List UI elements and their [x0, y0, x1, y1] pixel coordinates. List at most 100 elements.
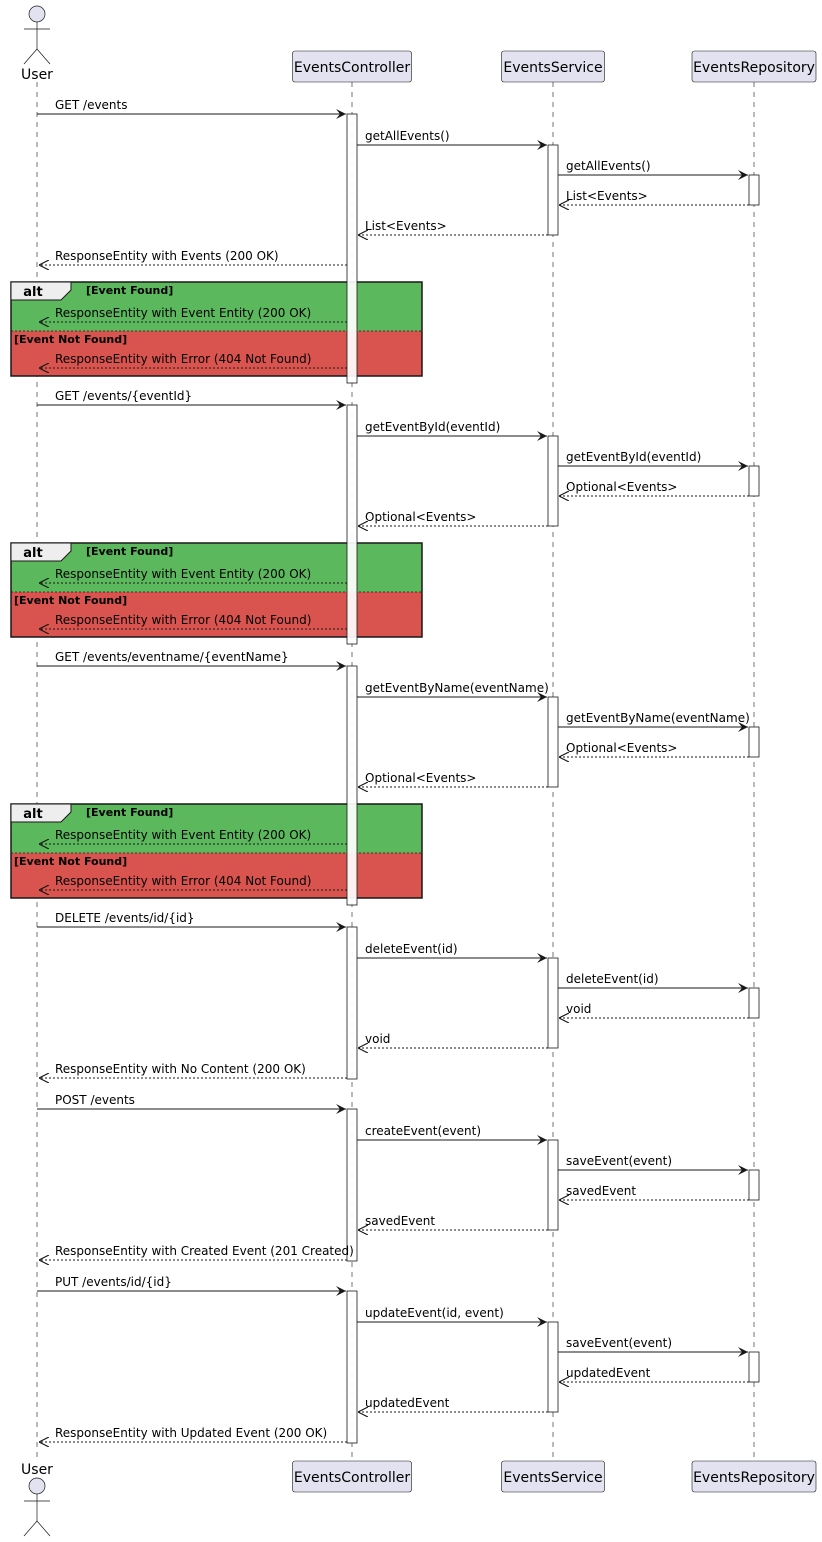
activation-svc-0	[547, 144, 559, 236]
participant-label-repo-bottom: EventsRepository	[693, 1470, 815, 1486]
alt-tab-1	[10, 542, 72, 562]
flow-2-step-2-label: Optional<Events>	[566, 741, 677, 755]
flow-2-step-3-label: Optional<Events>	[365, 771, 476, 785]
participant-label-ctrl-top: EventsController	[294, 60, 411, 76]
participant-label-svc-top: EventsService	[503, 60, 602, 76]
actor-label-top: User	[21, 67, 53, 83]
flow-2-step-1-label: getEventByName(eventName)	[566, 711, 750, 725]
flow-4-step-1-label: saveEvent(event)	[566, 1154, 672, 1168]
participant-box-ctrl-bottom	[292, 1460, 412, 1493]
flow-1-step-0-label: getEventById(eventId)	[365, 420, 500, 434]
request-1-label: GET /events/{eventId}	[55, 389, 192, 403]
activation-ctrl-5	[346, 1290, 358, 1444]
alt-frame-0	[10, 281, 423, 377]
request-0-label: GET /events	[55, 98, 128, 112]
flow-5-step-0-label: updateEvent(id, event)	[365, 1306, 504, 1320]
alt-tab-0	[10, 281, 72, 301]
activation-ctrl-4	[346, 1108, 358, 1262]
participant-heads: UserUserEventsControllerEventsController…	[21, 5, 817, 1537]
participant-box-svc-top	[501, 50, 605, 83]
flow-3-step-0-label: deleteEvent(id)	[365, 942, 458, 956]
flow-5-step-3-label: updatedEvent	[365, 1396, 450, 1410]
alt-found-msg-1-label: ResponseEntity with Event Entity (200 OK…	[55, 567, 311, 581]
request-5-label: PUT /events/id/{id}	[55, 1275, 172, 1289]
flow-5-step-1-label: saveEvent(event)	[566, 1336, 672, 1350]
actor-leg-left	[23, 48, 38, 65]
actor-leg-left	[23, 1520, 38, 1537]
flow-1-step-2-label: Optional<Events>	[566, 480, 677, 494]
activation-repo-1	[748, 465, 760, 497]
activation-repo-5	[748, 1351, 760, 1383]
flow-0-step-0-label: getAllEvents()	[365, 129, 450, 143]
activation-repo-3	[748, 987, 760, 1019]
activation-repo-4	[748, 1169, 760, 1201]
request-4-label: POST /events	[55, 1093, 135, 1107]
participant-label-repo-top: EventsRepository	[693, 60, 815, 76]
alt-keyword-0: alt	[23, 285, 42, 300]
activation-svc-3	[547, 957, 559, 1049]
alt-guard-found-2: [Event Found]	[86, 806, 173, 819]
flow-2-step-0-label: getEventByName(eventName)	[365, 681, 549, 695]
participant-label-svc-bottom: EventsService	[503, 1470, 602, 1486]
activation-svc-4	[547, 1139, 559, 1231]
request-3-label: DELETE /events/id/{id}	[55, 911, 195, 925]
user-actor-icon-top	[23, 5, 51, 65]
activation-ctrl-2	[346, 665, 358, 906]
actor-label-bottom: User	[21, 1462, 53, 1478]
alt-keyword-2: alt	[23, 807, 42, 822]
flow-4-step-4-label: ResponseEntity with Created Event (201 C…	[55, 1244, 354, 1258]
activation-svc-2	[547, 696, 559, 788]
alt-not-found-msg-1-label: ResponseEntity with Error (404 Not Found…	[55, 613, 311, 627]
alt-guard-not-found-0: [Event Not Found]	[14, 333, 127, 346]
flow-5-step-4-label: ResponseEntity with Updated Event (200 O…	[55, 1426, 327, 1440]
alt-found-msg-2-label: ResponseEntity with Event Entity (200 OK…	[55, 828, 311, 842]
alt-guard-found-1: [Event Found]	[86, 545, 173, 558]
alt-not-found-msg-0-label: ResponseEntity with Error (404 Not Found…	[55, 352, 311, 366]
flow-0-step-4-label: ResponseEntity with Events (200 OK)	[55, 249, 279, 263]
alt-tab-2	[10, 803, 72, 823]
alt-keyword-1: alt	[23, 546, 42, 561]
activation-ctrl-0	[346, 113, 358, 384]
actor-leg-right	[36, 1520, 51, 1537]
flow-4-step-2-label: savedEvent	[566, 1184, 636, 1198]
flow-0-step-2-label: List<Events>	[566, 189, 648, 203]
alt-found-msg-0-label: ResponseEntity with Event Entity (200 OK…	[55, 306, 311, 320]
participant-box-svc-bottom	[501, 1460, 605, 1493]
flow-5-step-2-label: updatedEvent	[566, 1366, 651, 1380]
participant-box-repo-bottom	[691, 1460, 817, 1493]
alt-guard-found-0: [Event Found]	[86, 284, 173, 297]
activation-svc-1	[547, 435, 559, 527]
participant-box-repo-top	[691, 50, 817, 83]
activation-repo-0	[748, 174, 760, 206]
alt-guard-not-found-2: [Event Not Found]	[14, 855, 127, 868]
flow-3-step-2-label: void	[566, 1002, 591, 1016]
flow-0-step-1-label: getAllEvents()	[566, 159, 651, 173]
flow-4-step-0-label: createEvent(event)	[365, 1124, 481, 1138]
user-actor-icon-bottom	[23, 1477, 51, 1537]
alt-not-found-msg-2-label: ResponseEntity with Error (404 Not Found…	[55, 874, 311, 888]
activation-bars	[346, 113, 760, 1444]
request-2-label: GET /events/eventname/{eventName}	[55, 650, 289, 664]
activation-svc-5	[547, 1321, 559, 1413]
participant-box-ctrl-top	[292, 50, 412, 83]
participant-label-ctrl-bottom: EventsController	[294, 1470, 411, 1486]
flow-1-step-3-label: Optional<Events>	[365, 510, 476, 524]
activation-ctrl-1	[346, 404, 358, 645]
actor-leg-right	[36, 48, 51, 65]
actor-head	[28, 1477, 46, 1495]
alt-guard-not-found-1: [Event Not Found]	[14, 594, 127, 607]
alt-frame-2	[10, 803, 423, 899]
messages: GET /events getAllEvents() getAllEvents() L…	[37, 98, 750, 1442]
alt-frames: alt [Event Found] [Event Not Found] alt [Eve…	[10, 281, 423, 899]
activation-repo-2	[748, 726, 760, 758]
flow-1-step-1-label: getEventById(eventId)	[566, 450, 701, 464]
actor-head	[28, 5, 46, 23]
flow-0-step-3-label: List<Events>	[365, 219, 447, 233]
activation-ctrl-3	[346, 926, 358, 1080]
alt-frame-1	[10, 542, 423, 638]
flow-3-step-3-label: void	[365, 1032, 390, 1046]
flow-3-step-1-label: deleteEvent(id)	[566, 972, 659, 986]
flow-3-step-4-label: ResponseEntity with No Content (200 OK)	[55, 1062, 306, 1076]
flow-4-step-3-label: savedEvent	[365, 1214, 435, 1228]
